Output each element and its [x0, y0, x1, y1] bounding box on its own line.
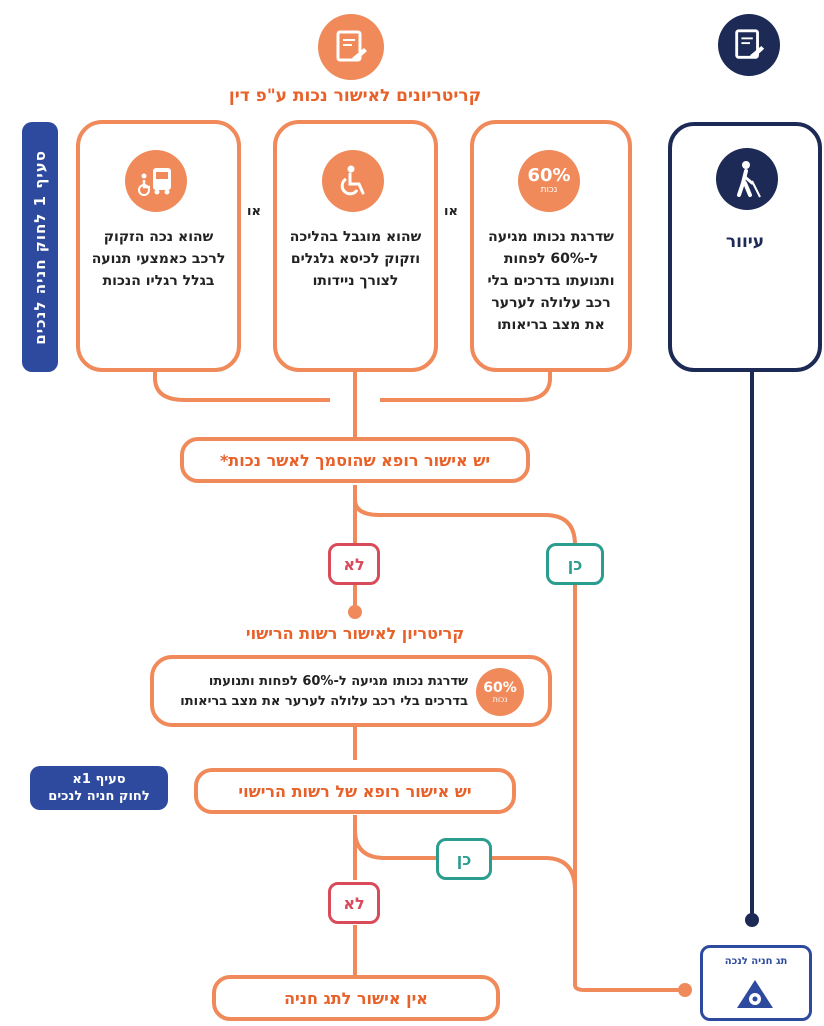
no-permit-box: אין אישור לתג חניה	[212, 975, 500, 1021]
criteria-heading: קריטריונים לאישור נכות ע"פ דין	[228, 86, 482, 106]
blind-criterion-box	[668, 122, 822, 372]
parking-tag-box: תג חניה לנכה	[700, 945, 812, 1021]
disability-60-icon: 60% נכות	[518, 150, 580, 212]
criterion-text-wheelchair: שהוא מוגבל בהליכה וזקוק לכיסא גלגלים לצו…	[289, 229, 422, 289]
blind-person-icon	[716, 148, 778, 210]
parking-tag-label: תג חניה לנכה	[724, 956, 788, 967]
disability-60-icon: 60% נכות	[476, 668, 524, 716]
section-1a-tag: סעיף 1א לחוק חניה לנכים	[30, 766, 168, 810]
or-label: או	[247, 204, 261, 219]
criterion-text-vehicle-needed: שהוא נכה הזקוק לרכב כאמצעי תנועה בגלל רג…	[91, 229, 226, 289]
wheelchair-icon	[322, 150, 384, 212]
blind-label: עיוור	[725, 232, 765, 252]
bus-wheelchair-icon	[125, 150, 187, 212]
authority-criterion-box	[150, 655, 552, 727]
connector-dot	[745, 913, 759, 927]
authority-criterion-text: שדרגת נכותו מגיעה ל-60% לפחות ותנועתו בד…	[180, 674, 468, 709]
criterion-text-disability-60: שדרגת נכותו מגיעה ל-60% לפחות ותנועתו בד…	[487, 229, 615, 333]
or-label: או	[444, 204, 458, 219]
criterion-box-vehicle-needed	[76, 120, 241, 372]
authority-heading: קריטריון לאישור רשות הרישוי	[245, 624, 465, 643]
document-stamp-icon	[318, 14, 384, 80]
yes-badge: כן	[546, 543, 604, 585]
no-badge: לא	[328, 882, 380, 924]
section-1-tag: סעיף 1 לחוק חניה לנכים	[22, 122, 58, 372]
no-badge: לא	[328, 543, 380, 585]
yes-badge: כן	[436, 838, 492, 880]
parking-tag-icon	[737, 980, 773, 1008]
authority-doctor-box: יש אישור רופא של רשות הרישוי	[194, 768, 516, 814]
doctor-approval-box: יש אישור רופא שהוסמך לאשר נכות*	[180, 437, 530, 483]
connector-dot	[678, 983, 692, 997]
document-stamp-icon	[718, 14, 780, 76]
connector-dot	[348, 605, 362, 619]
